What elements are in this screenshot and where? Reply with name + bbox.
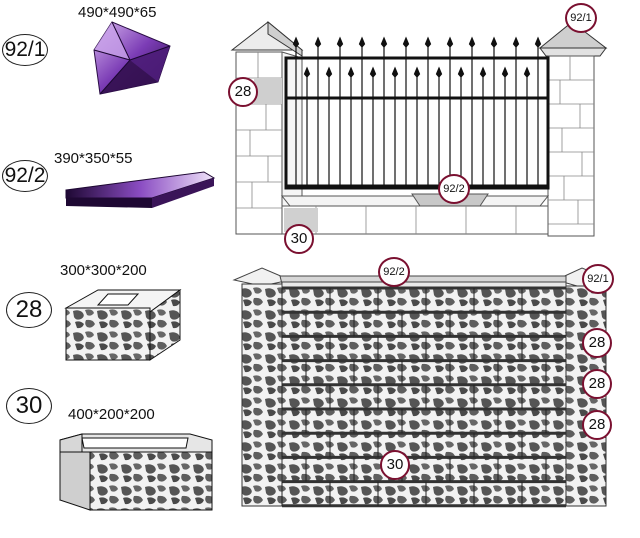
bottom-tag-wall-block: 30 (380, 450, 410, 480)
fence-picket-tip (369, 66, 377, 78)
top-tag-pillar-block: 28 (228, 77, 258, 107)
legend-size-28: 300*300*200 (60, 262, 147, 279)
legend-code-92-1: 92/1 (2, 34, 48, 66)
wall-block-illustration (59, 433, 213, 511)
fence-picket-tip (424, 36, 432, 48)
pillar-block-illustration (64, 289, 182, 361)
fence-picket-tip (325, 66, 333, 78)
cap-block-illustration (93, 21, 171, 95)
fence-picket-tip (457, 66, 465, 78)
fence-picket-tip (314, 36, 322, 48)
fence-picket-tip (512, 36, 520, 48)
fence-picket-tip (402, 36, 410, 48)
coping-slab-illustration (65, 171, 216, 208)
top-fence-drawing (230, 20, 608, 237)
fence-picket-tip (391, 66, 399, 78)
legend-size-92-1: 490*490*65 (78, 4, 157, 21)
fence-picket-tip (380, 36, 388, 48)
fence-picket-tip (479, 66, 487, 78)
fence-picket-tip (347, 66, 355, 78)
top-tag-base-block: 30 (284, 224, 314, 254)
legend-code-92-2: 92/2 (2, 160, 48, 192)
bottom-tag-coping: 92/2 (378, 257, 410, 287)
fence-picket-tip (501, 66, 509, 78)
fence-picket-tip (358, 36, 366, 48)
legend-size-30: 400*200*200 (68, 406, 155, 423)
fence-picket-tip (336, 36, 344, 48)
fence-picket-tip (292, 36, 300, 48)
fence-picket-tip (413, 66, 421, 78)
top-tag-coping: 92/2 (438, 174, 470, 204)
bottom-tag-pillar-block-2: 28 (582, 369, 612, 399)
fence-picket-tip (490, 36, 498, 48)
bottom-tag-pillar-block-3: 28 (582, 410, 612, 440)
top-tag-cap: 92/1 (565, 3, 597, 33)
fence-picket-tip (523, 66, 531, 78)
fence-picket-tip (435, 66, 443, 78)
legend-code-28: 28 (6, 292, 52, 328)
bottom-fence-drawing (232, 267, 614, 508)
legend-size-92-2: 390*350*55 (54, 150, 133, 167)
fence-picket-tip (534, 36, 542, 48)
legend-code-30: 30 (6, 388, 52, 424)
fence-picket-tip (303, 66, 311, 78)
fence-picket-tip (468, 36, 476, 48)
bottom-tag-cap: 92/1 (582, 264, 614, 294)
bottom-tag-pillar-block-1: 28 (582, 328, 612, 358)
fence-picket-tip (446, 36, 454, 48)
